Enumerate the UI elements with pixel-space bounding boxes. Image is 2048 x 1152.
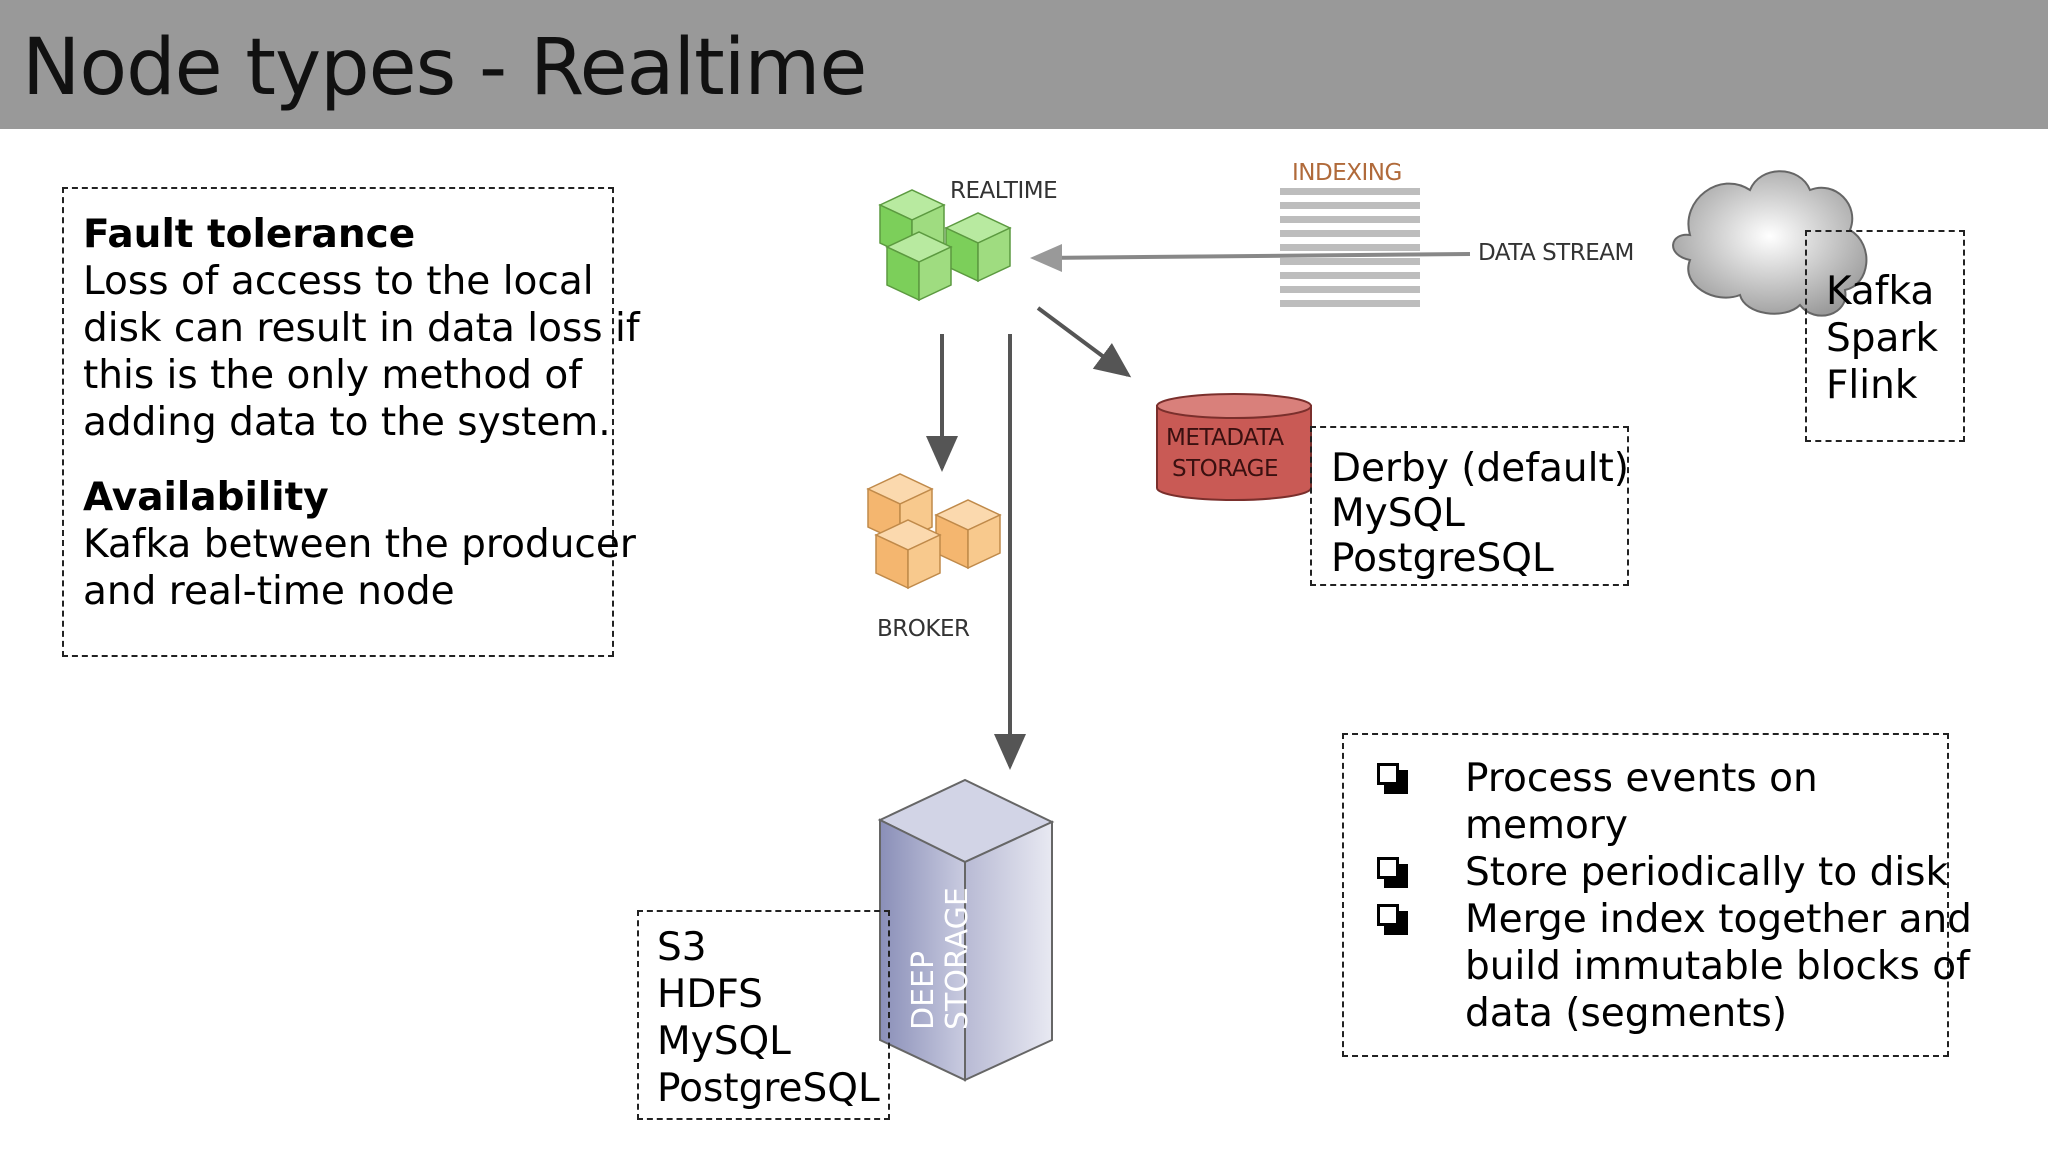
realtime-label: REALTIME <box>950 178 1058 204</box>
source-item: Flink <box>1826 363 1918 408</box>
fault-tolerance-text-line: Loss of access to the local <box>83 259 594 304</box>
indexing-label: INDEXING <box>1292 160 1402 186</box>
process-step-line: Process events on <box>1465 756 1818 801</box>
availability-heading: Availability <box>83 475 329 520</box>
deep-storage-label-line2: STORAGE <box>940 887 975 1030</box>
checkbox-icon <box>1377 763 1408 794</box>
cloud-icon <box>1672 170 1868 317</box>
deep-storage-option: S3 <box>657 925 707 970</box>
process-step-line: Merge index together and <box>1465 897 1972 942</box>
data-stream-arrow <box>1030 244 1471 272</box>
deep-storage-label: DEEP STORAGE <box>906 887 975 1030</box>
source-item: Spark <box>1826 316 1939 361</box>
metadata-option: PostgreSQL <box>1331 536 1554 581</box>
broker-node-icon <box>866 473 1002 590</box>
deep-storage-option: HDFS <box>657 972 763 1017</box>
process-steps-box: Process events on memory Store periodica… <box>1342 733 1972 1057</box>
process-step: Process events on memory <box>1377 755 1947 849</box>
metadata-option: Derby (default) <box>1331 446 1629 491</box>
deep-storage-option: PostgreSQL <box>657 1066 880 1111</box>
source-item: Kafka <box>1826 269 1935 314</box>
checkbox-icon <box>1377 904 1408 935</box>
metadata-storage-icon <box>1156 393 1312 501</box>
metadata-label-line1: METADATA <box>1166 425 1284 451</box>
indexing-stack-icon <box>1280 188 1420 307</box>
arrow-to-metadata <box>1036 306 1132 378</box>
stream-sources-box: Kafka Spark Flink <box>1805 230 1965 442</box>
deep-storage-label-line1: DEEP <box>906 950 941 1030</box>
process-step-line: build immutable blocks of <box>1465 944 1970 989</box>
fault-tolerance-text-line: this is the only method of <box>83 353 583 398</box>
fault-tolerance-text-line: adding data to the system. <box>83 400 611 445</box>
fault-tolerance-text-line: disk can result in data loss if <box>83 306 640 351</box>
process-step: Store periodically to disk <box>1377 849 1949 896</box>
checkbox-icon <box>1377 857 1408 888</box>
realtime-node-icon <box>878 189 1012 302</box>
deep-storage-option: MySQL <box>657 1019 791 1064</box>
title-bar <box>0 0 2048 129</box>
data-stream-label: DATA STREAM <box>1478 240 1634 266</box>
metadata-label-line2: STORAGE <box>1172 456 1279 482</box>
process-step-line: memory <box>1465 803 1628 848</box>
metadata-options-box: Derby (default) MySQL PostgreSQL <box>1310 426 1629 586</box>
fault-tolerance-heading: Fault tolerance <box>83 212 416 257</box>
process-step-line: Store periodically to disk <box>1465 850 1949 895</box>
slide-title: Node types - Realtime <box>22 23 867 113</box>
process-step-line: data (segments) <box>1465 991 1788 1036</box>
broker-label: BROKER <box>877 616 970 642</box>
fault-tolerance-box: Fault tolerance Loss of access to the lo… <box>62 187 640 657</box>
availability-text-line: and real-time node <box>83 569 455 614</box>
process-step: Merge index together and build immutable… <box>1377 896 1972 1037</box>
deep-storage-icon <box>877 778 1055 1082</box>
deep-storage-options-box: S3 HDFS MySQL PostgreSQL <box>637 910 890 1120</box>
metadata-option: MySQL <box>1331 491 1465 536</box>
availability-text-line: Kafka between the producer <box>83 522 636 567</box>
